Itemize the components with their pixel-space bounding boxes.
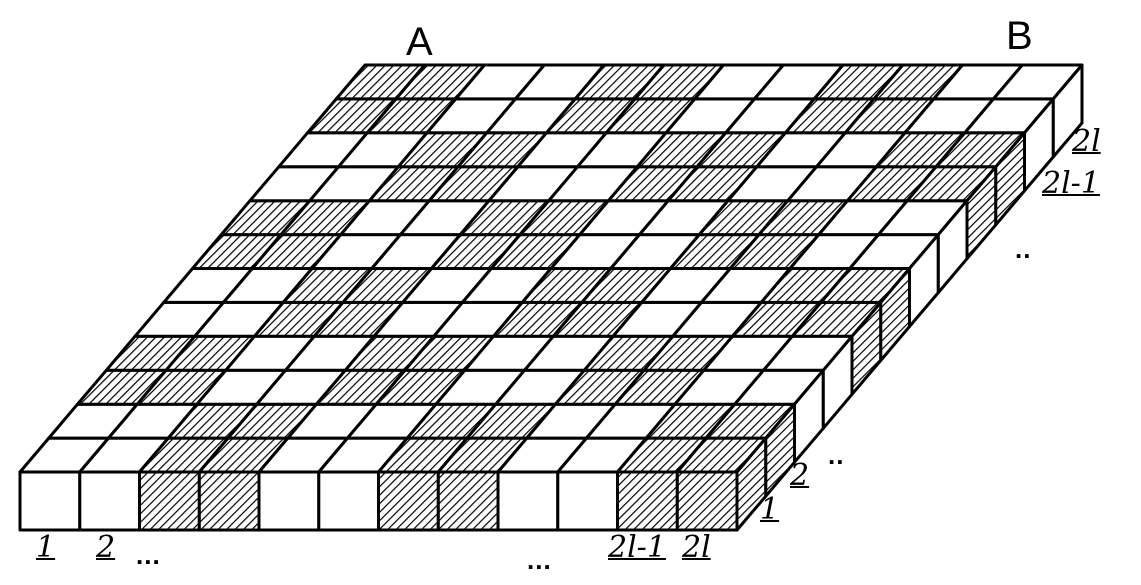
front-face xyxy=(18,470,739,532)
front-label-1: 1 xyxy=(36,530,56,565)
side-cell xyxy=(1051,63,1084,159)
front-cell xyxy=(78,470,141,532)
front-cell xyxy=(377,470,440,532)
corner-label-a: A xyxy=(406,20,433,64)
front-cell xyxy=(436,470,500,532)
front-cell xyxy=(257,470,321,532)
side-label-2: 2 xyxy=(790,458,810,493)
top-face xyxy=(18,63,1084,474)
front-cell xyxy=(197,470,261,532)
front-cell xyxy=(496,470,560,532)
front-label-2: 2 xyxy=(96,530,116,565)
side-label-2l: 2l xyxy=(1072,124,1101,159)
side-label-1: 1 xyxy=(760,492,780,527)
front-cell xyxy=(317,470,380,532)
front-cell xyxy=(556,470,619,532)
side-face xyxy=(735,63,1084,532)
front-cell xyxy=(138,470,201,532)
side-ellipsis-high: .. xyxy=(1015,234,1032,264)
front-label-2l-1: 2l-1 xyxy=(608,530,666,565)
front-cell xyxy=(675,470,739,532)
front-ellipsis-right: ... xyxy=(527,545,552,575)
corner-label-b: B xyxy=(1006,14,1033,58)
front-ellipsis-left: ... xyxy=(136,540,161,570)
front-label-2l: 2l xyxy=(682,530,711,565)
side-ellipsis-low: .. xyxy=(828,440,845,470)
front-cell xyxy=(616,470,679,532)
side-label-2l-1: 2l-1 xyxy=(1042,166,1100,201)
front-cell xyxy=(18,470,82,532)
